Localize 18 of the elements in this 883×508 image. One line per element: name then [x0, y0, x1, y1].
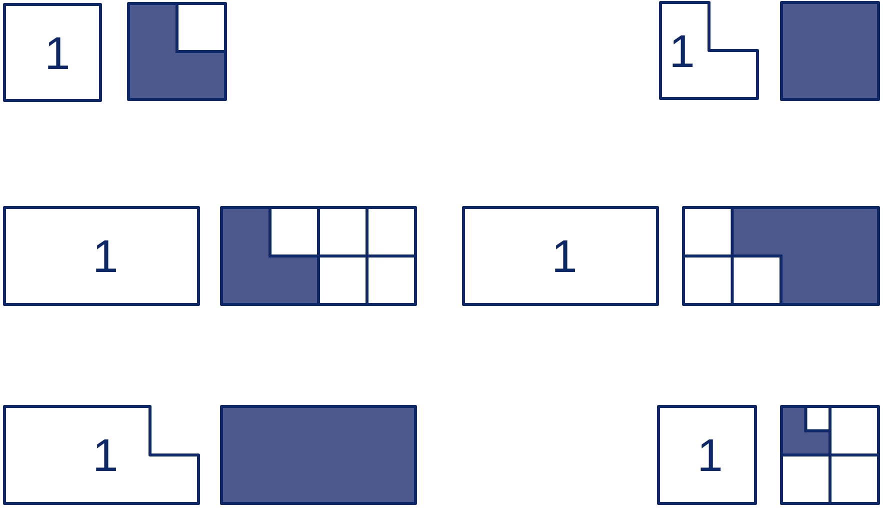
- shaded-grid-model: [220, 206, 417, 306]
- unit-label: 1: [669, 28, 695, 74]
- shaded-square: [780, 1, 880, 101]
- l-shape-outline: [659, 1, 759, 100]
- unit-label: 1: [92, 432, 118, 478]
- square-outline: [657, 405, 757, 505]
- shaded-rectangle: [220, 405, 417, 505]
- rectangle-outline: [3, 206, 200, 306]
- unit-label: 1: [92, 233, 118, 279]
- shaded-square-model: [127, 2, 227, 101]
- l-shape-outline: [3, 405, 200, 505]
- rectangle-outline: [462, 206, 659, 306]
- shaded-grid-model: [682, 206, 880, 306]
- square-outline: [3, 3, 102, 102]
- shaded-grid-model: [780, 405, 880, 505]
- unit-label: 1: [697, 432, 723, 478]
- unit-label: 1: [552, 233, 578, 279]
- unit-label: 1: [44, 30, 70, 76]
